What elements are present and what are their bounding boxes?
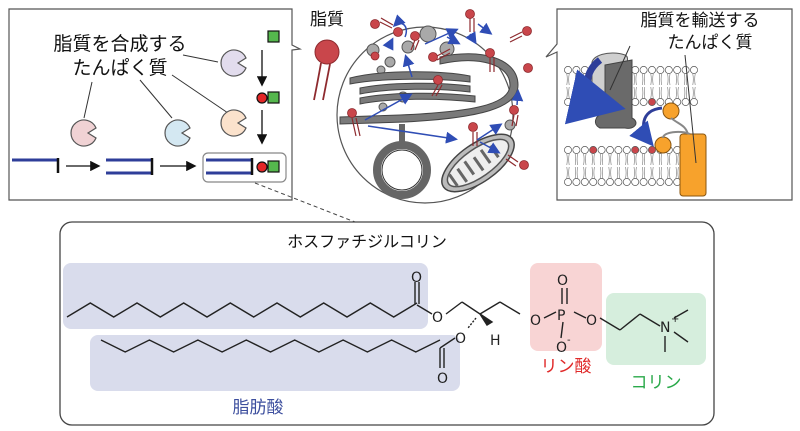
- enzyme-pink-icon: [70, 119, 97, 147]
- enzyme-blue-icon: [164, 119, 191, 147]
- chain-stage-3: [206, 158, 280, 175]
- lipid-molecules: [347, 9, 533, 170]
- choline-label: コリン: [631, 373, 682, 393]
- phosphate-label: リン酸: [541, 357, 592, 377]
- golgi-stacks: [339, 53, 519, 125]
- lipid-legend-icon: [313, 39, 340, 101]
- transport-leader-lines: [609, 45, 697, 164]
- fatty-acid-highlight-2: [90, 335, 460, 391]
- green-square-icon: [267, 30, 280, 43]
- transport-label-line2: たんぱく質: [668, 33, 753, 53]
- lipid-label: 脂質: [310, 10, 344, 30]
- charge-minus: -: [567, 335, 571, 346]
- backbone-bonds: [414, 282, 689, 368]
- enzyme-icons: [70, 49, 247, 147]
- fatty-acid-highlight-1: [63, 263, 428, 329]
- synthesis-leader-lines: [83, 54, 229, 119]
- fatty-acid-label: 脂肪酸: [233, 398, 284, 418]
- atom-labels: O O O O H O O P O - O N +: [411, 270, 679, 387]
- chain-stage-2: [106, 158, 154, 175]
- atom-h: H: [490, 333, 501, 349]
- synthesis-panel: 脂質を合成する たんぱく質: [8, 8, 303, 201]
- atom-o: O: [432, 310, 443, 326]
- atom-o: O: [437, 371, 448, 387]
- atom-o: O: [455, 331, 466, 347]
- gray-transporter: [564, 52, 637, 129]
- trafficking-arrows: [364, 14, 524, 154]
- atom-o: O: [586, 313, 597, 329]
- dashed-connector: [254, 182, 356, 223]
- cell-panel: 脂質: [310, 9, 533, 204]
- nucleus: [373, 124, 431, 199]
- fatty-acid-chain-2: [100, 339, 441, 353]
- atom-o: O: [530, 313, 541, 329]
- transport-label-line1: 脂質を輸送する: [641, 11, 760, 31]
- atom-n: N: [660, 320, 670, 336]
- charge-plus: +: [671, 314, 679, 325]
- structure-title: ホスファチジルコリン: [287, 232, 447, 251]
- enzyme-lavender-icon: [220, 49, 247, 77]
- synthesis-label-line2: たんぱく質: [72, 57, 167, 79]
- green-square-icon: [267, 91, 280, 104]
- fatty-acid-chains: [66, 302, 441, 353]
- atom-o: O: [411, 270, 422, 286]
- transport-panel: 脂質を輸送する たんぱく質: [545, 8, 793, 201]
- structure-panel: ホスファチジルコリン: [59, 221, 715, 426]
- red-dot-icon: [256, 92, 268, 104]
- product-highlight-box: [202, 152, 287, 183]
- choline-highlight: [606, 293, 706, 365]
- atom-o: O: [557, 273, 568, 289]
- atom-p: P: [557, 308, 565, 324]
- enzyme-peach-icon: [220, 109, 247, 137]
- vesicles: [366, 25, 516, 131]
- atom-o-minus: O: [556, 340, 567, 356]
- synthesis-label-line1: 脂質を合成する: [53, 33, 186, 55]
- fatty-acid-chain-1: [66, 302, 418, 318]
- chain-stage-1: [12, 158, 60, 173]
- orange-transporter: [629, 102, 707, 197]
- phosphate-highlight: [530, 263, 602, 351]
